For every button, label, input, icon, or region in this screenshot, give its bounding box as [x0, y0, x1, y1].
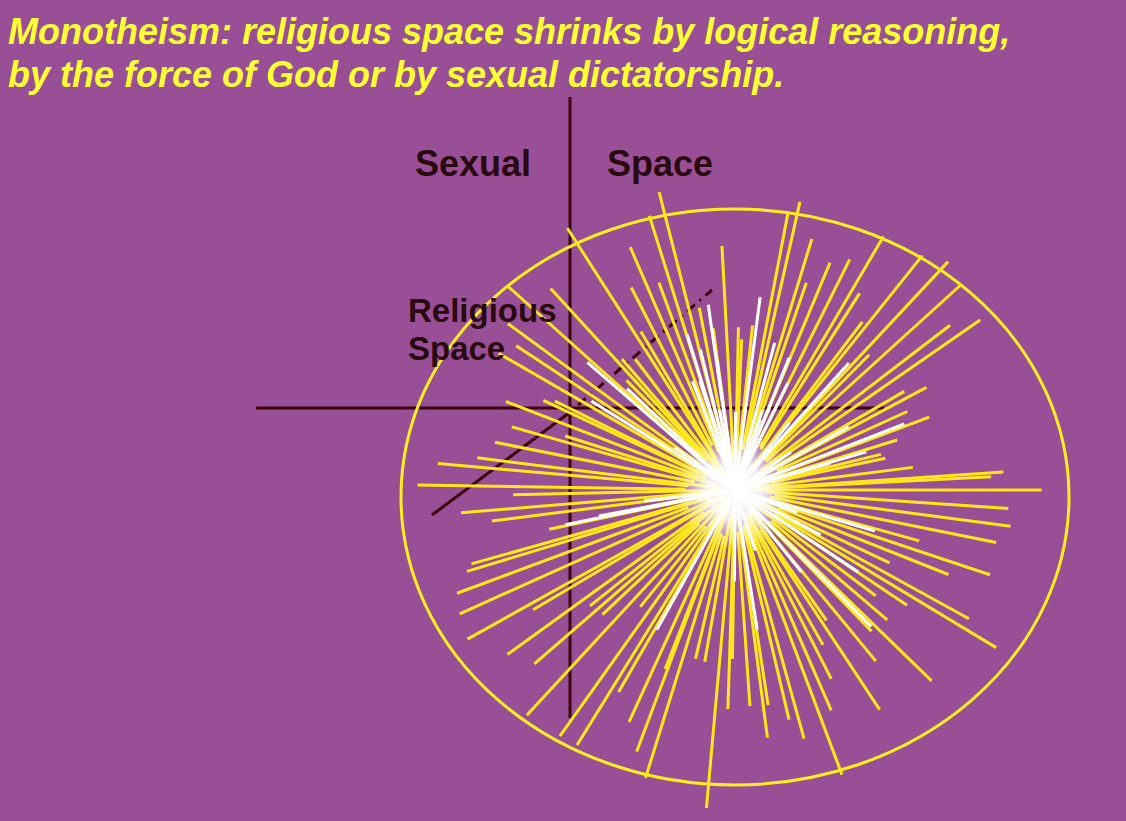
space-label: Sexual — [415, 143, 615, 184]
sexual-space-circle: SexualSpaceReligious Space — [258, 95, 882, 719]
ray — [471, 502, 691, 564]
radius-line — [432, 410, 573, 515]
space-label: Religious Space — [408, 292, 598, 368]
ray — [757, 489, 1042, 492]
ray — [738, 532, 750, 706]
ray — [646, 533, 722, 777]
circle-outline — [258, 95, 882, 719]
ray — [766, 285, 961, 462]
title: Monotheism: religious space shrinks by l… — [8, 10, 1018, 96]
ray — [577, 506, 725, 745]
ray — [760, 325, 950, 471]
space-label: Space — [607, 143, 807, 184]
ray — [630, 247, 719, 452]
ray — [507, 512, 704, 654]
ray — [457, 507, 688, 593]
starburst-core — [675, 430, 795, 550]
religious-space-circle: Religious Space — [362, 200, 768, 606]
circle-outline — [362, 200, 768, 606]
starburst-rays — [418, 192, 1042, 808]
ray — [418, 485, 686, 489]
god-ellipse — [401, 209, 1069, 785]
cross-lines — [256, 97, 884, 718]
